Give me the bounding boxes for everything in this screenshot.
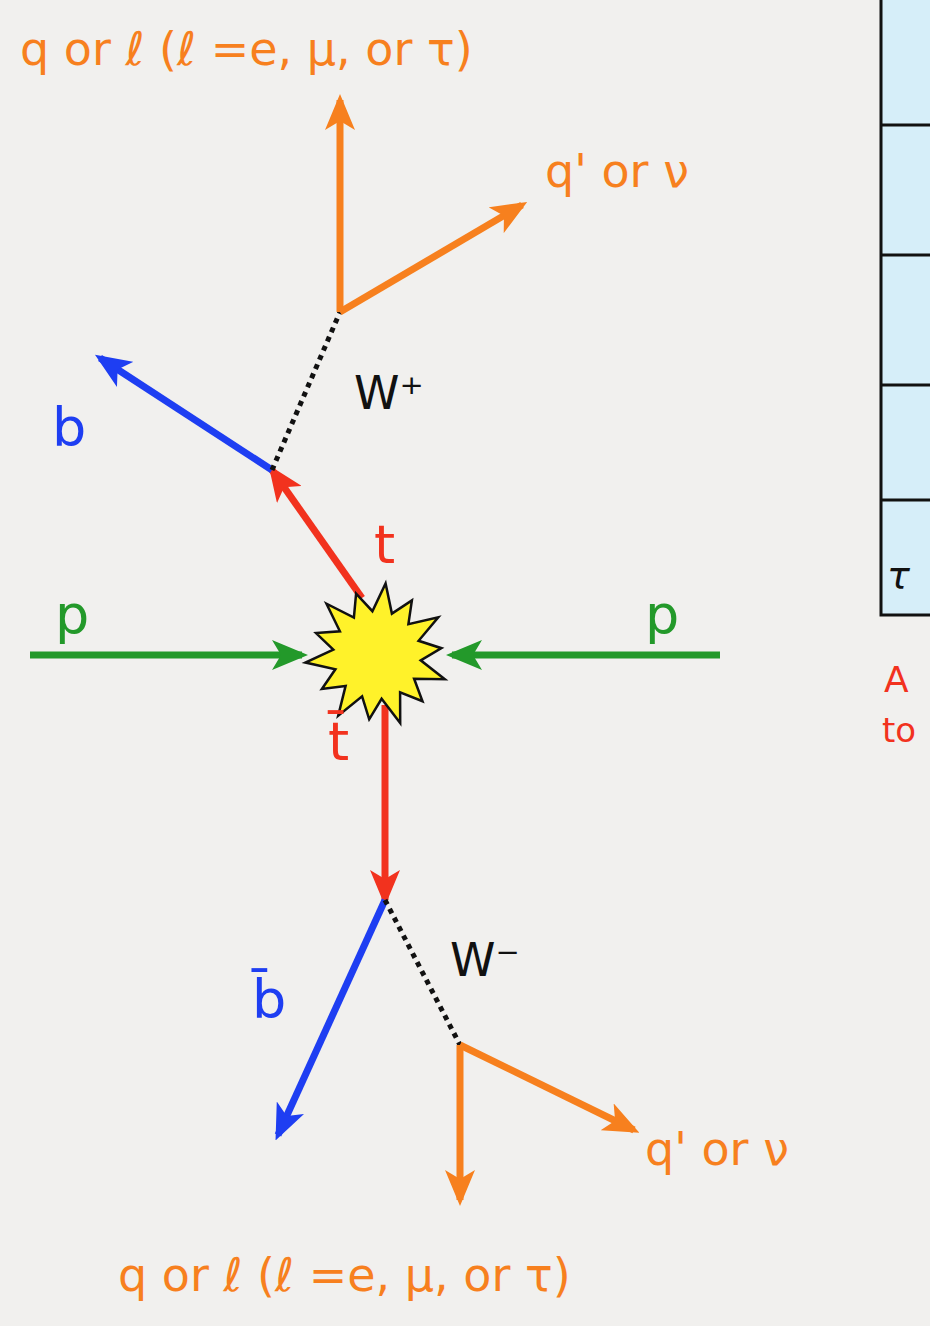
decay-arrow xyxy=(460,1045,634,1130)
table-rule xyxy=(881,254,930,257)
particle-label: t̄ xyxy=(328,712,349,771)
final-state-label: q' or ν xyxy=(645,1124,789,1175)
table-rule xyxy=(881,124,930,127)
table-rule xyxy=(881,384,930,387)
decay-arrow xyxy=(457,1045,464,1200)
table-frame xyxy=(881,0,930,615)
antitop-arrow xyxy=(382,705,389,900)
w-boson-line xyxy=(385,900,460,1045)
top-arrow xyxy=(272,470,362,598)
decay-arrow xyxy=(337,100,344,312)
table-cell: τ xyxy=(887,555,910,597)
particle-label: W⁺ xyxy=(354,368,424,419)
table xyxy=(881,0,930,615)
note-text: to xyxy=(882,712,916,749)
final-state-label: q or ℓ (ℓ =e, μ, or τ) xyxy=(20,24,473,75)
particle-label: b̄ xyxy=(252,970,286,1029)
b-arrow xyxy=(100,358,272,470)
antib-arrow xyxy=(278,900,385,1135)
particle-label: W⁻ xyxy=(450,935,520,986)
note-text: A xyxy=(884,660,909,700)
final-state-label: q' or ν xyxy=(545,146,689,197)
particle-label: b xyxy=(52,398,86,457)
particle-label: p xyxy=(55,585,89,644)
particle-label: t xyxy=(374,515,395,574)
collision-burst xyxy=(305,584,444,724)
final-state-label: q or ℓ (ℓ =e, μ, or τ) xyxy=(118,1250,571,1301)
proton-beam xyxy=(30,652,302,659)
particle-label: p xyxy=(645,585,679,644)
decay-arrow xyxy=(340,205,522,312)
w-boson-line xyxy=(272,312,340,470)
table-rule xyxy=(881,499,930,502)
proton-beam xyxy=(452,652,720,659)
